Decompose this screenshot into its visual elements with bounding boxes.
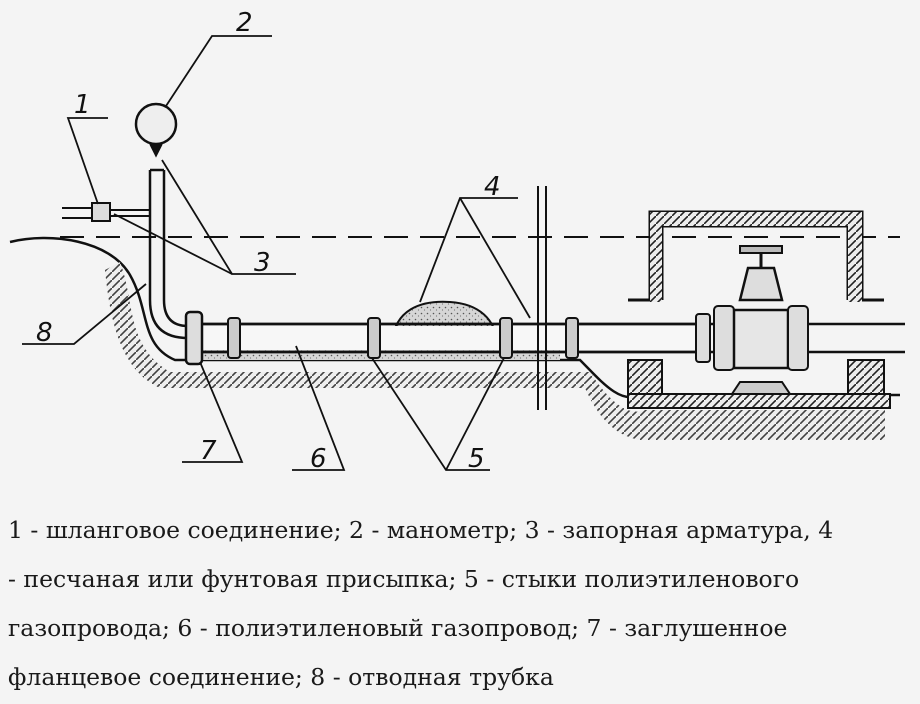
callout-4: 4 [484,172,501,202]
callout-2: 2 [236,8,253,38]
gate-valve [695,245,809,395]
hose-connector [91,202,111,222]
pipe-joint [499,317,513,359]
pipeline-test-diagram: 1 2 3 4 5 6 7 8 [9,8,905,474]
manometer-valve [149,143,163,158]
leader-lines [22,35,531,471]
callout-6: 6 [310,444,327,474]
pipe-joint [367,317,381,359]
caption-line: газопровода; 6 - полиэтиленовый газопров… [8,614,788,642]
soil-profile [9,236,900,399]
callout-7: 7 [200,436,217,466]
caption-line: 1 - шланговое соединение; 2 - манометр; … [8,516,834,544]
callout-5: 5 [468,444,485,474]
callout-1: 1 [74,90,91,120]
valve-chamber [627,210,891,409]
callout-8: 8 [36,318,53,348]
caption-line: - песчаная или фунтовая присыпка; 5 - ст… [8,565,800,593]
outlet-tube [148,170,189,340]
caption-line: фланцевое соединение; 8 - отводная трубк… [8,663,554,691]
blind-flange [184,310,204,366]
pipe-joint [565,317,579,359]
figure-caption: 1 - шланговое соединение; 2 - манометр; … [8,506,908,702]
manometer-icon [134,102,178,146]
callout-3: 3 [254,248,271,278]
soil-hatching [105,262,885,440]
pipe-joint [227,317,241,359]
